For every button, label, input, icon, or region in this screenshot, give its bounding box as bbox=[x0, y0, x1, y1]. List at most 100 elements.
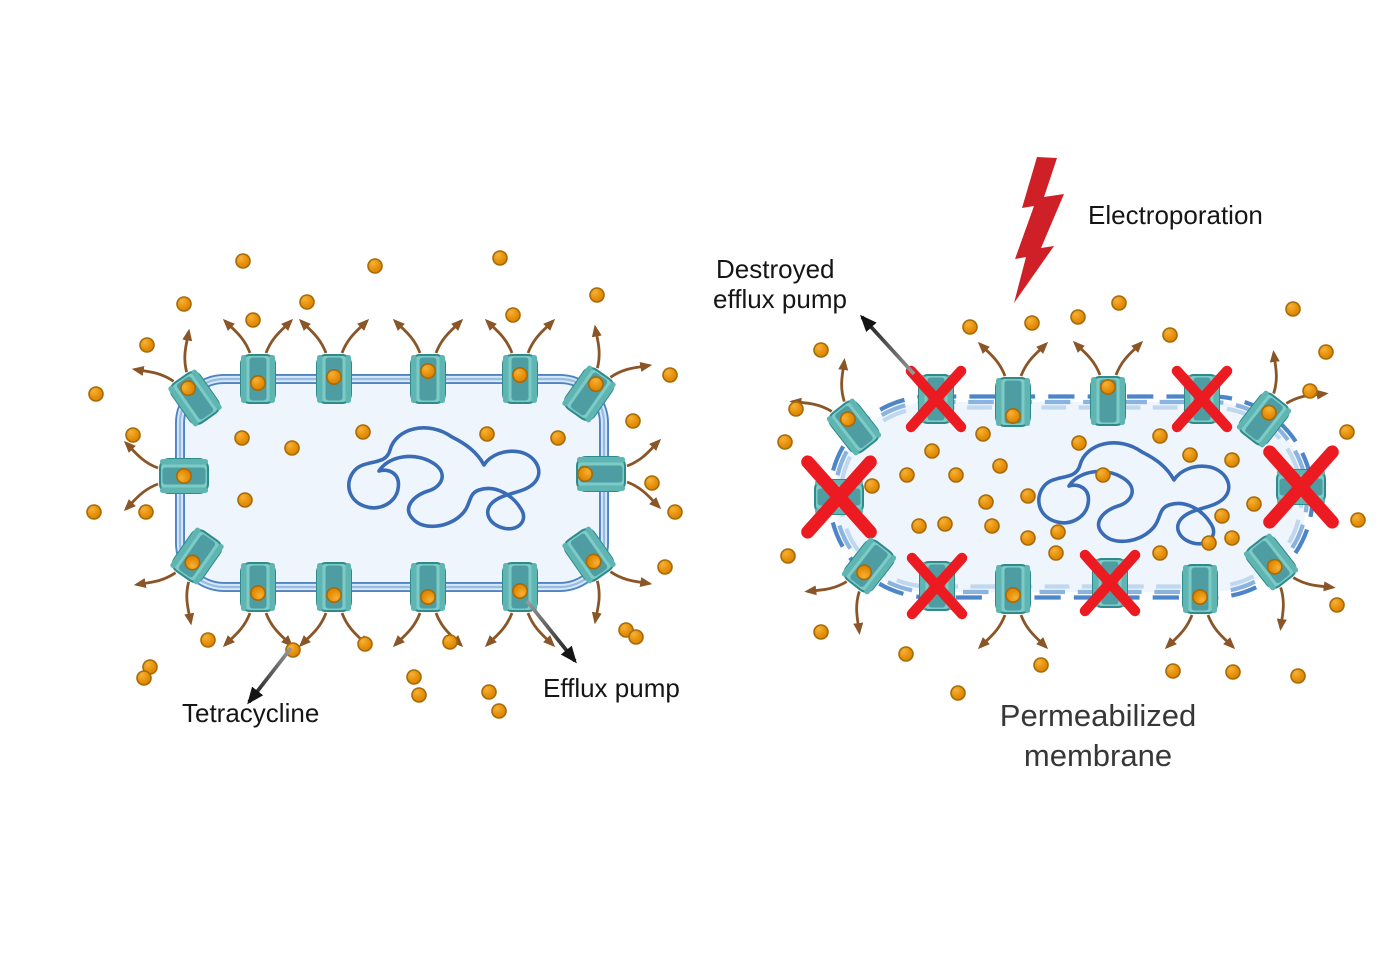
efflux-pump bbox=[804, 537, 897, 635]
bacterium-cytoplasm bbox=[835, 402, 1307, 592]
efflux-direction-arrow bbox=[123, 482, 159, 512]
efflux-pump bbox=[131, 328, 222, 427]
efflux-direction-arrow bbox=[838, 358, 849, 403]
destroyed-efflux-pump-label-line1: Destroyed bbox=[716, 254, 835, 284]
pump-edge-right bbox=[577, 485, 625, 491]
tetracycline-molecule-dot bbox=[898, 646, 914, 662]
efflux-direction-arrow bbox=[1164, 614, 1194, 650]
tetracycline-molecule-dot bbox=[978, 494, 994, 510]
tetracycline-molecule-dot bbox=[442, 634, 458, 650]
tetracycline-molecule-dot bbox=[1095, 467, 1111, 483]
pump-edge-left bbox=[562, 365, 593, 407]
tetracycline-molecule-dot bbox=[1350, 512, 1366, 528]
tetracycline-molecule-dot bbox=[367, 258, 383, 274]
permeabilized-membrane-label-line2: membrane bbox=[1024, 738, 1172, 773]
tetracycline-molecule-dot bbox=[625, 413, 641, 429]
pump-edge-right bbox=[1119, 377, 1125, 425]
tetracycline-in-pump-dot bbox=[326, 369, 342, 385]
efflux-direction-arrow bbox=[182, 328, 193, 373]
efflux-pump bbox=[392, 318, 464, 404]
efflux-direction-arrow bbox=[298, 612, 328, 648]
efflux-pump bbox=[133, 527, 224, 626]
tetracycline-molecule-dot bbox=[1048, 545, 1064, 561]
efflux-pump bbox=[562, 526, 653, 625]
tetracycline-molecule-dot bbox=[1020, 530, 1036, 546]
tetracycline-in-pump-dot bbox=[180, 380, 197, 397]
x-stroke bbox=[905, 365, 967, 433]
tetracycline-molecule-dot bbox=[1162, 327, 1178, 343]
efflux-direction-arrow bbox=[591, 580, 602, 625]
tetracycline-molecule-dot bbox=[1225, 664, 1241, 680]
tetracycline-molecule-dot bbox=[657, 559, 673, 575]
pump-edge-right bbox=[841, 537, 874, 577]
tetracycline-in-pump-dot bbox=[326, 587, 342, 603]
tetracycline-molecule-dot bbox=[1302, 383, 1318, 399]
tetracycline-molecule-dot bbox=[962, 319, 978, 335]
pump-edge-left bbox=[160, 487, 208, 493]
destroyed-efflux-pump-pointer-arrow bbox=[859, 314, 916, 376]
efflux-direction-arrow bbox=[1072, 340, 1102, 376]
tetracycline-molecule-dot bbox=[628, 629, 644, 645]
tetracycline-molecule-dot bbox=[505, 307, 521, 323]
efflux-direction-arrow bbox=[804, 580, 848, 596]
efflux-direction-arrow bbox=[977, 614, 1007, 650]
tetracycline-in-pump-dot bbox=[1005, 587, 1021, 603]
pump-edge-right bbox=[531, 355, 537, 403]
pump-edge-right bbox=[1243, 551, 1276, 591]
tetracycline-molecule-dot bbox=[813, 624, 829, 640]
pump-edge-left bbox=[193, 543, 224, 585]
tetracycline-molecule-dot bbox=[589, 287, 605, 303]
pump-edge-right bbox=[585, 381, 616, 423]
tetracycline-in-pump-dot bbox=[420, 589, 436, 606]
tetracycline-molecule-dot bbox=[357, 636, 373, 652]
tetracycline-molecule-dot bbox=[136, 670, 152, 686]
pump-edge-right bbox=[562, 542, 593, 584]
efflux-direction-arrow bbox=[484, 318, 514, 354]
pump-edge-left bbox=[503, 355, 509, 403]
tetracycline-molecule-dot bbox=[550, 430, 566, 446]
efflux-pump bbox=[484, 318, 556, 404]
tetracycline-molecule-dot bbox=[237, 492, 253, 508]
tetracycline-molecule-dot bbox=[984, 518, 1000, 534]
x-stroke bbox=[906, 552, 968, 620]
efflux-direction-arrow bbox=[526, 612, 556, 648]
destroyed-pump-x-mark bbox=[1263, 445, 1339, 529]
efflux-pump bbox=[222, 318, 294, 404]
tetracycline-molecule-dot bbox=[1339, 424, 1355, 440]
plasmid-right bbox=[1037, 441, 1231, 546]
tetracycline-molecule-dot bbox=[234, 430, 250, 446]
pump-edge-left bbox=[1091, 377, 1097, 425]
tetracycline-in-pump-dot bbox=[1266, 558, 1283, 575]
tetracycline-molecule-dot bbox=[911, 518, 927, 534]
pump-edge-left bbox=[1211, 565, 1217, 613]
tetracycline-molecule-dot bbox=[406, 669, 422, 685]
efflux-direction-arrow bbox=[484, 612, 514, 648]
bacterium-cytoplasm bbox=[180, 379, 604, 587]
pump-edge-right bbox=[160, 459, 208, 465]
efflux-pump bbox=[576, 438, 662, 510]
tetracycline-molecule-dot bbox=[176, 296, 192, 312]
tetracycline-molecule-dot bbox=[235, 253, 251, 269]
efflux-pump bbox=[977, 341, 1049, 427]
pump-edge-left bbox=[577, 457, 625, 463]
efflux-direction-arrow bbox=[298, 318, 328, 354]
tetracycline-molecule-dot bbox=[1071, 435, 1087, 451]
tetracycline-pointer-arrow bbox=[247, 646, 293, 705]
tetracycline-molecule-dot bbox=[924, 443, 940, 459]
tetracycline-molecule-dot bbox=[479, 426, 495, 442]
tetracycline-molecule-dot bbox=[1224, 452, 1240, 468]
tetracycline-molecule-dot bbox=[88, 386, 104, 402]
tetracycline-molecule-dot bbox=[138, 504, 154, 520]
tetracycline-molecule-dot bbox=[950, 685, 966, 701]
efflux-direction-arrow bbox=[609, 362, 653, 379]
pump-edge-right bbox=[849, 398, 882, 438]
tetracycline-in-pump-dot bbox=[176, 468, 192, 484]
tetracycline-molecule-dot bbox=[992, 458, 1008, 474]
x-stroke bbox=[801, 455, 877, 539]
efflux-direction-arrow bbox=[340, 318, 370, 354]
pump-edge-left bbox=[996, 378, 1002, 426]
tetracycline-in-pump-dot bbox=[587, 376, 604, 393]
efflux-direction-arrow bbox=[133, 571, 177, 588]
tetracycline-in-pump-dot bbox=[184, 554, 201, 571]
plasmid-dna-strand bbox=[1037, 441, 1231, 546]
